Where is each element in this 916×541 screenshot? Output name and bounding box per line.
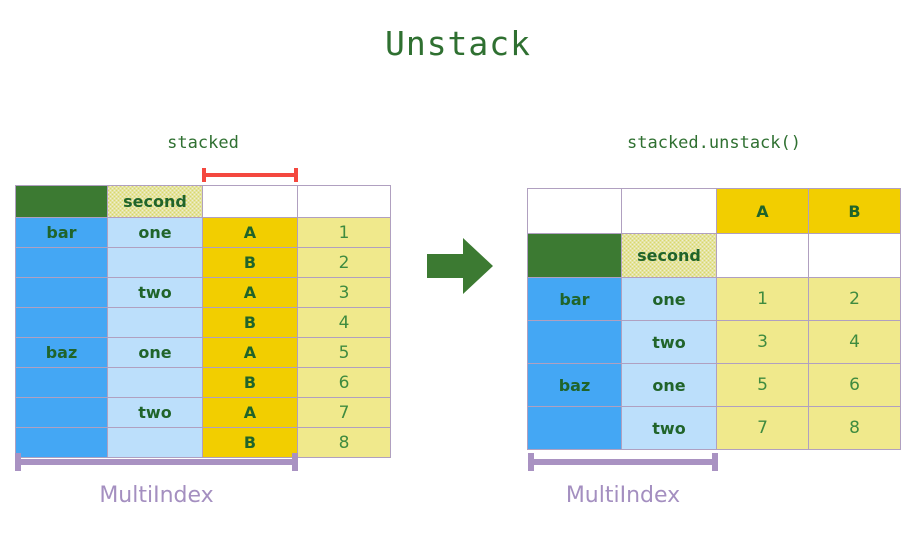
cell-index-first <box>15 307 108 338</box>
cell-index-first: baz <box>527 363 622 407</box>
cell-level: A <box>202 277 298 308</box>
multiindex-label-left: MultiIndex <box>99 483 214 508</box>
cell-value-a: 1 <box>716 277 809 321</box>
cell-value: 5 <box>297 337 391 368</box>
cell-value: 4 <box>297 307 391 338</box>
table-row: two 7 8 <box>527 406 901 450</box>
header-index-name-cell: second <box>621 233 717 278</box>
cell-index-second: one <box>107 217 203 248</box>
cell-index-first <box>15 277 108 308</box>
cell-value-a: 3 <box>716 320 809 364</box>
cell-level: B <box>202 247 298 278</box>
header-blank-cell-1 <box>202 185 298 218</box>
table-row: two A 3 <box>15 277 391 308</box>
cell-index-second <box>107 307 203 338</box>
table-row: bar one 1 2 <box>527 277 901 321</box>
multiindex-bracket-left <box>15 453 298 471</box>
header-corner-cell <box>15 185 108 218</box>
cell-level: A <box>202 397 298 428</box>
header-index-name-cell: second <box>107 185 203 218</box>
table-row: B 8 <box>15 427 391 458</box>
table-index-header-row: second <box>527 233 901 278</box>
cell-level: B <box>202 427 298 458</box>
table-row: baz one A 5 <box>15 337 391 368</box>
cell-value-b: 4 <box>808 320 901 364</box>
bracket-bar <box>202 173 298 177</box>
cell-index-first <box>527 406 622 450</box>
cell-level: A <box>202 217 298 248</box>
cell-index-first: baz <box>15 337 108 368</box>
cell-value: 2 <box>297 247 391 278</box>
right-table-caption: stacked.unstack() <box>627 133 801 153</box>
cell-index-first <box>15 367 108 398</box>
cell-value: 6 <box>297 367 391 398</box>
table-row: two 3 4 <box>527 320 901 364</box>
cell-value-b: 6 <box>808 363 901 407</box>
bracket-bar <box>528 459 718 465</box>
cell-level: B <box>202 367 298 398</box>
bracket-cap-right <box>712 453 718 471</box>
cell-value: 1 <box>297 217 391 248</box>
header-blank-cell-2 <box>297 185 391 218</box>
multiindex-bracket-right <box>528 453 718 471</box>
header-blank-cell-3 <box>716 233 809 278</box>
page-title: Unstack <box>384 24 532 63</box>
cell-value-a: 7 <box>716 406 809 450</box>
cell-value: 3 <box>297 277 391 308</box>
header-blank-cell-4 <box>808 233 901 278</box>
cell-index-second: one <box>621 277 717 321</box>
table-column-header-row: A B <box>527 188 901 234</box>
table-header-row: second <box>15 185 391 218</box>
table-row: B 4 <box>15 307 391 338</box>
cell-index-first <box>15 247 108 278</box>
cell-index-second: two <box>621 406 717 450</box>
cell-level: B <box>202 307 298 338</box>
cell-value-b: 8 <box>808 406 901 450</box>
cell-index-second: two <box>107 397 203 428</box>
left-table-caption: stacked <box>167 133 239 153</box>
cell-index-second: one <box>621 363 717 407</box>
unstacked-level-bracket <box>202 168 298 182</box>
table-row: B 6 <box>15 367 391 398</box>
cell-value-b: 2 <box>808 277 901 321</box>
unstacked-table: A B second bar one 1 2 two 3 4 baz one 5… <box>527 188 901 450</box>
header-blank-cell-2 <box>621 188 717 234</box>
cell-index-second <box>107 367 203 398</box>
cell-level: A <box>202 337 298 368</box>
header-corner-cell <box>527 233 622 278</box>
table-row: two A 7 <box>15 397 391 428</box>
column-header-b: B <box>808 188 901 234</box>
cell-value: 7 <box>297 397 391 428</box>
cell-index-first <box>527 320 622 364</box>
cell-index-first <box>15 397 108 428</box>
cell-index-second: two <box>621 320 717 364</box>
cell-index-first: bar <box>527 277 622 321</box>
table-row: bar one A 1 <box>15 217 391 248</box>
right-arrow-icon <box>427 238 493 294</box>
cell-index-first <box>15 427 108 458</box>
table-row: B 2 <box>15 247 391 278</box>
cell-index-second: two <box>107 277 203 308</box>
cell-value: 8 <box>297 427 391 458</box>
cell-value-a: 5 <box>716 363 809 407</box>
cell-index-first: bar <box>15 217 108 248</box>
bracket-bar <box>15 459 298 465</box>
stacked-table: second bar one A 1 B 2 two A 3 B 4 <box>15 185 391 458</box>
cell-index-second: one <box>107 337 203 368</box>
column-header-a: A <box>716 188 809 234</box>
bracket-cap-right <box>292 453 298 471</box>
multiindex-label-right: MultiIndex <box>565 483 681 508</box>
cell-index-second <box>107 247 203 278</box>
table-row: baz one 5 6 <box>527 363 901 407</box>
header-blank-cell-1 <box>527 188 622 234</box>
bracket-cap-right <box>294 168 298 182</box>
